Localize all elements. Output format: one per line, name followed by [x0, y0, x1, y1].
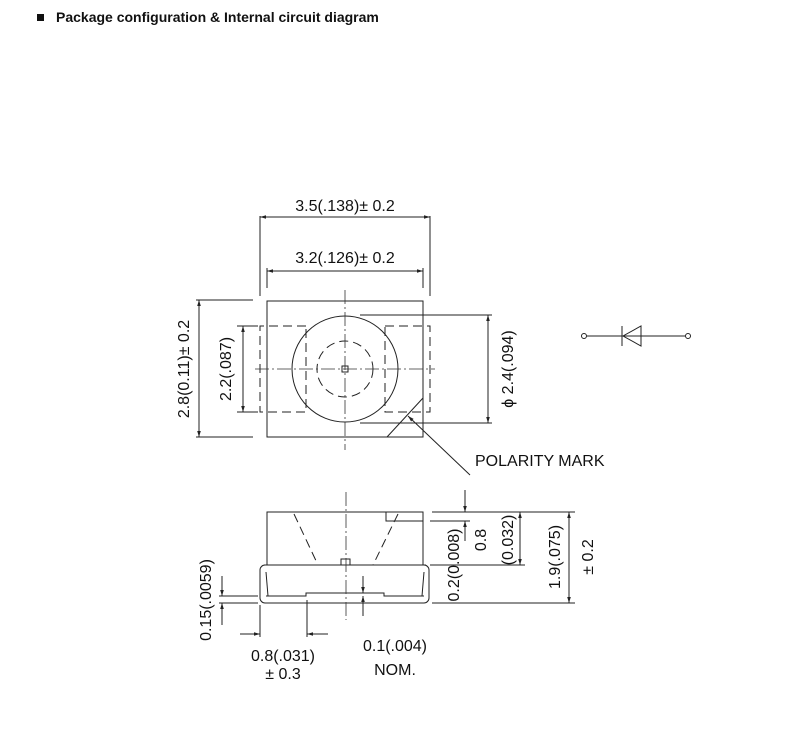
side-view: 0.2(0.008) 0.8 (0.032) 1.9(.075) ± 0.2 0…	[198, 490, 597, 683]
inner-width-label: 3.2(.126)± 0.2	[295, 250, 395, 267]
outer-height-label: 2.8(0.11)± 0.2	[176, 320, 193, 418]
diode-icon	[581, 325, 691, 347]
terminal-thickness-label: 0.15(.0059)	[198, 559, 215, 641]
gap-label: 0.1(.004)	[363, 638, 427, 655]
polarity-chamfer	[386, 397, 424, 438]
total-height-label: 1.9(.075)	[547, 525, 564, 589]
chip-side	[340, 558, 351, 565]
polarity-notch	[385, 512, 423, 522]
terminal-line	[266, 592, 424, 597]
lens-housing-outline	[266, 511, 424, 566]
left-pad-outline	[259, 325, 307, 413]
polarity-leader	[407, 415, 471, 476]
lens-height-inch-label: (0.032)	[500, 515, 517, 566]
lens-height-label: 0.8	[473, 529, 490, 551]
base-outline	[259, 564, 430, 604]
polarity-mark-label: POLARITY MARK	[475, 453, 605, 470]
lens-diameter-label: ϕ 2.4(.094)	[500, 330, 517, 407]
square-bullet-icon	[37, 13, 44, 21]
outer-width-label: 3.5(.138)± 0.2	[295, 198, 395, 215]
top-view: 3.5(.138)± 0.2 3.2(.126)± 0.2 2.8(0.11)±…	[176, 198, 605, 476]
pad-height-label: 2.2(.087)	[218, 337, 235, 401]
section-header: Package configuration & Internal circuit…	[37, 9, 379, 25]
terminal-width-tolerance: ± 0.3	[265, 666, 301, 683]
top-offset-label: 0.2(0.008)	[446, 529, 463, 602]
right-pad-outline	[384, 325, 431, 413]
section-title: Package configuration & Internal circuit…	[56, 9, 379, 25]
terminal-width-label: 0.8(.031)	[251, 648, 315, 665]
gap-note: NOM.	[374, 662, 416, 679]
total-height-tolerance: ± 0.2	[580, 539, 597, 575]
